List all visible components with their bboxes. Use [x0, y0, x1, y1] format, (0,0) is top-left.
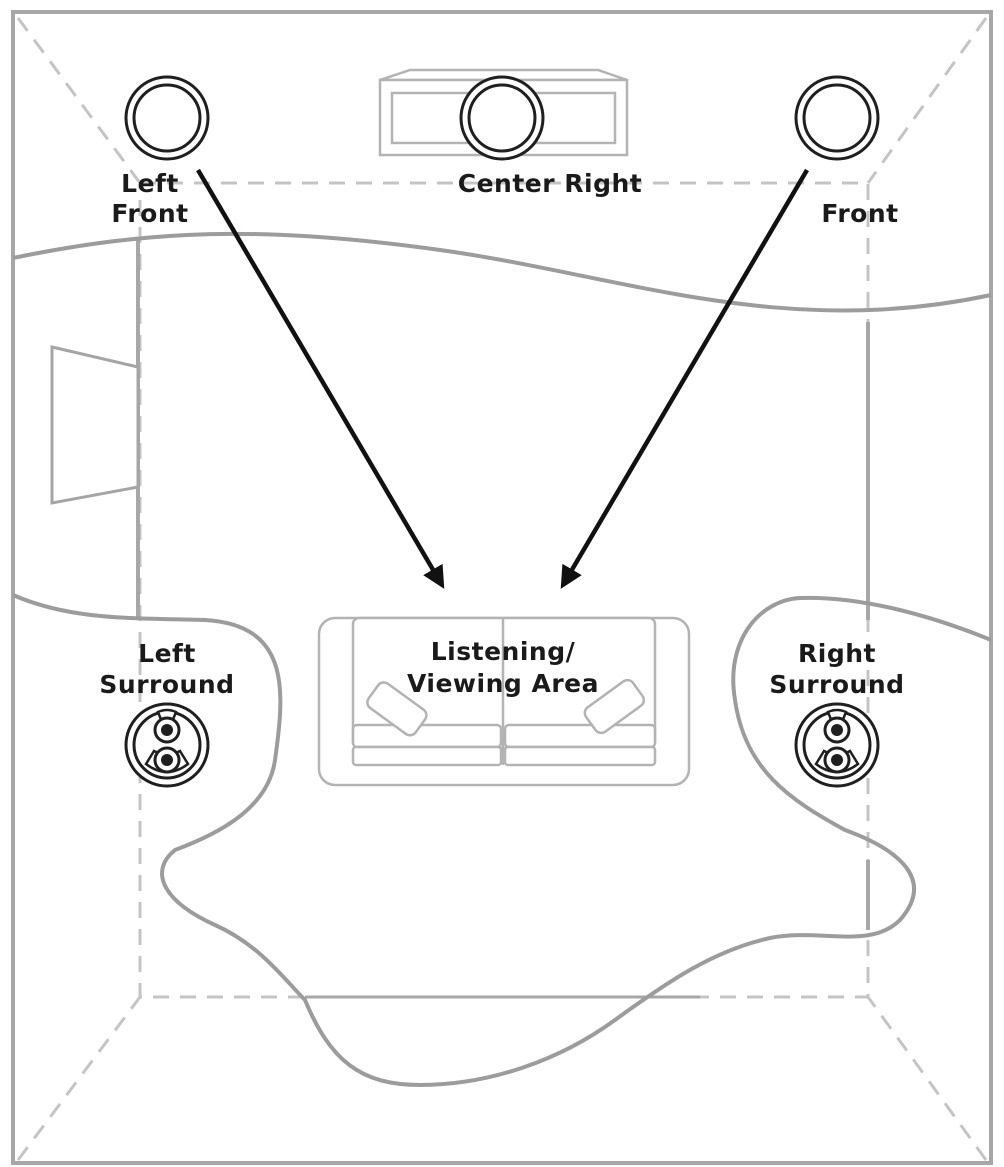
left-surround-label-line2: Surround	[99, 670, 234, 699]
right-surround-label-line2: Surround	[769, 670, 904, 699]
right-surround-label-line1: Right	[798, 639, 876, 668]
left-front-arrow	[196, 168, 445, 589]
left-surround-speaker	[124, 702, 210, 788]
listening-area-label-line2: Viewing Area	[407, 669, 599, 698]
sofa-icon	[317, 616, 691, 787]
center-label: Center Right	[458, 169, 643, 198]
right-front-arrow	[560, 168, 809, 589]
right-front-speaker	[794, 75, 880, 161]
right-front-label: Front	[821, 199, 898, 228]
left-front-label-line2: Front	[111, 199, 188, 228]
right-surround-speaker	[794, 702, 880, 788]
room-outer-wall	[11, 10, 993, 1165]
listening-area-label-line1: Listening/	[431, 637, 576, 666]
left-surround-label-line1: Left	[138, 639, 196, 668]
center-speaker	[459, 75, 545, 161]
left-front-label-line1: Left	[121, 169, 179, 198]
window-icon	[50, 345, 140, 505]
room-cutout-curves	[12, 231, 992, 1088]
left-front-speaker	[124, 75, 210, 161]
